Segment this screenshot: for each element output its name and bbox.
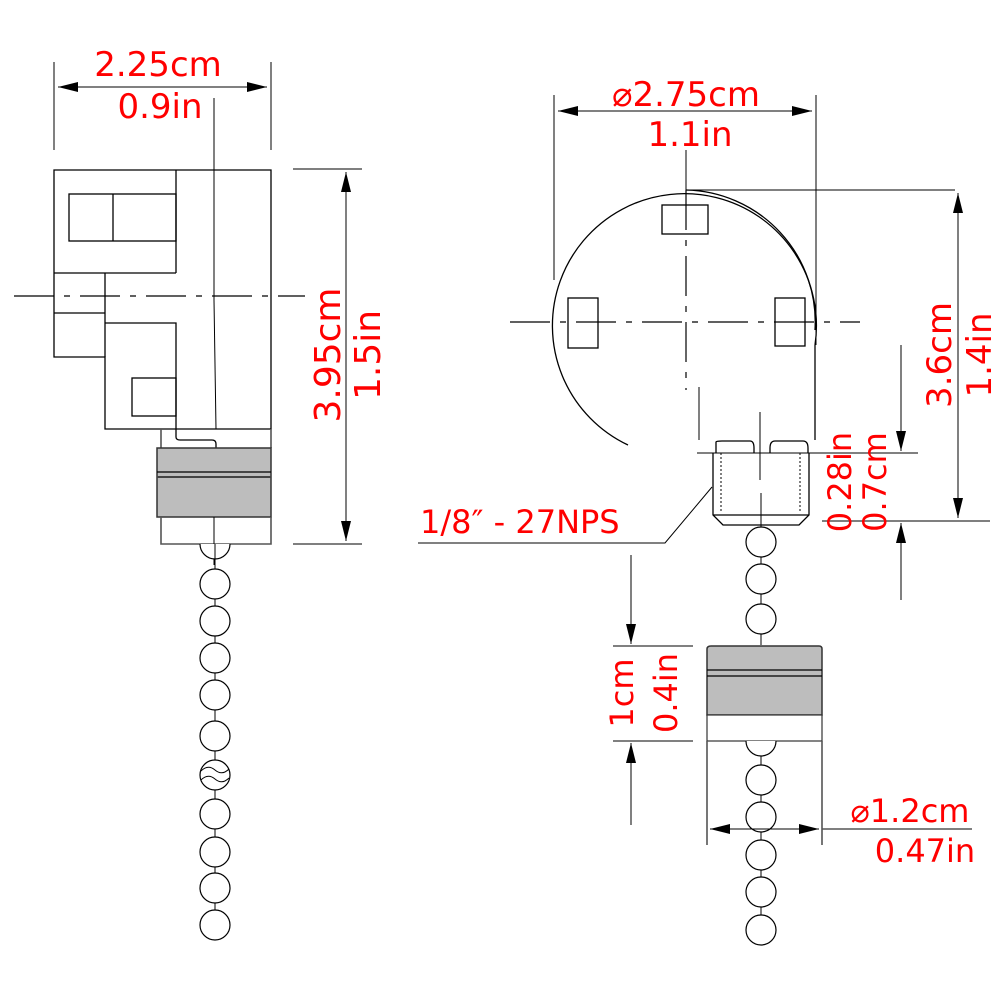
knob-side-view bbox=[706, 645, 823, 716]
pull-knob bbox=[156, 447, 272, 518]
left-width-cm-label: 2.25cm bbox=[94, 45, 222, 85]
left-height-cm-label: 3.95cm bbox=[308, 287, 349, 422]
right-height-in-label: 1.4in bbox=[960, 312, 1000, 397]
knob-height-cm-label: 1cm bbox=[603, 658, 641, 727]
knob-diameter-in-label: 0.47in bbox=[875, 832, 975, 870]
switch-body-circle bbox=[551, 193, 818, 446]
left-side-view: 2.25cm 0.9in 3.95cm 1.5in bbox=[14, 45, 389, 941]
right-diameter-in-label: 1.1in bbox=[647, 115, 732, 155]
right-diameter-cm-label: ⌀2.75cm bbox=[612, 75, 760, 115]
thread-height-cm-label: 0.7cm bbox=[856, 432, 894, 532]
thread-spec-label: 1/8″ - 27NPS bbox=[420, 503, 620, 541]
left-width-in-label: 0.9in bbox=[117, 87, 202, 127]
chain-connector bbox=[199, 759, 231, 791]
threaded-stem bbox=[697, 412, 918, 645]
right-height-cm-label: 3.6cm bbox=[920, 302, 960, 408]
right-top-view: ⌀2.75cm 1.1in 3.6cm 1.4in 0.28in 0.7cm 1… bbox=[418, 75, 1000, 946]
ball-chain bbox=[199, 543, 231, 941]
thread-height-in-label: 0.28in bbox=[821, 432, 859, 532]
knob-height-in-label: 0.4in bbox=[647, 653, 685, 733]
knob-diameter-cm-label: ⌀1.2cm bbox=[851, 792, 970, 830]
left-height-in-label: 1.5in bbox=[348, 310, 389, 400]
